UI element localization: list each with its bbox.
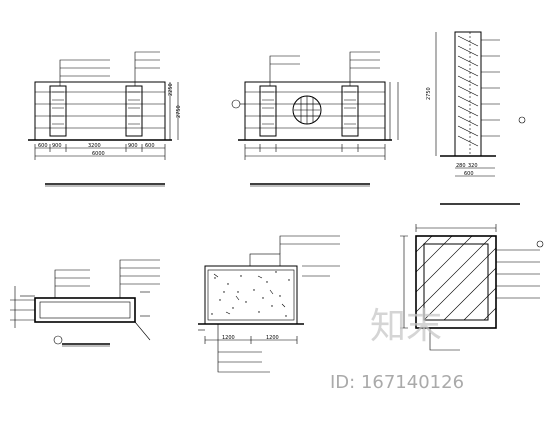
elevation-left-outline bbox=[34, 81, 166, 141]
dim-600-a: 600 bbox=[38, 143, 48, 149]
dim-6000: 6000 bbox=[92, 151, 105, 157]
dim-900-a: 900 bbox=[52, 143, 62, 149]
base-section: 1200 1200 bbox=[198, 235, 340, 373]
mid-column-a bbox=[259, 85, 277, 137]
dim-600-b: 600 bbox=[145, 143, 155, 149]
elevation-middle-outline bbox=[244, 81, 386, 141]
elevation-left: 600 900 3200 900 600 6000 2250 2750 bbox=[28, 51, 182, 187]
watermark: 知末 ID: 167140126 bbox=[330, 306, 464, 393]
left-column-b bbox=[125, 85, 143, 137]
elevation-middle bbox=[231, 51, 399, 187]
dim-900-b: 900 bbox=[128, 143, 138, 149]
concrete-hatch bbox=[211, 271, 290, 317]
side-section: 280 320 600 2750 bbox=[426, 31, 526, 205]
dim-vert-2250: 2250 bbox=[168, 83, 174, 96]
watermark-brand: 知末 bbox=[370, 306, 442, 347]
detail-outline bbox=[415, 235, 497, 329]
dim-3200: 3200 bbox=[88, 143, 101, 149]
dim-vert-2750: 2750 bbox=[176, 105, 182, 118]
dim-280: 280 bbox=[456, 163, 466, 169]
dim-600-side: 600 bbox=[464, 171, 474, 177]
side-section-body bbox=[454, 31, 482, 157]
left-column-a bbox=[49, 85, 67, 137]
dim-1200-b: 1200 bbox=[266, 335, 279, 341]
dim-1200-a: 1200 bbox=[222, 335, 235, 341]
plan-outline bbox=[34, 297, 136, 323]
plan-view bbox=[10, 259, 160, 347]
watermark-id: ID: 167140126 bbox=[330, 372, 464, 393]
mid-column-b bbox=[341, 85, 359, 137]
column-detail bbox=[400, 224, 544, 351]
dim-vert-2750-side: 2750 bbox=[426, 87, 432, 100]
section-box bbox=[204, 265, 298, 325]
dim-320: 320 bbox=[468, 163, 478, 169]
